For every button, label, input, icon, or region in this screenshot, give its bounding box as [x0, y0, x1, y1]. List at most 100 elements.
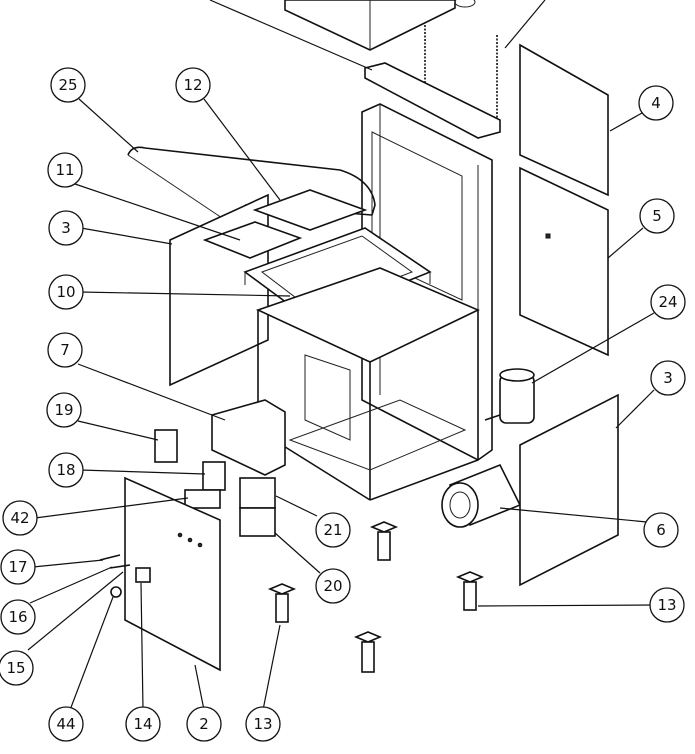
callout-c21: 21	[315, 512, 351, 548]
callout-circle	[50, 67, 86, 103]
component-21	[239, 477, 276, 509]
callout-label: 10	[56, 283, 75, 301]
callout-c11: 11	[47, 152, 83, 188]
callout-label: 2	[199, 715, 209, 733]
callout-c18: 18	[48, 452, 84, 488]
lift-handle	[127, 146, 376, 216]
part-44	[110, 586, 122, 598]
top-cabinet	[284, 0, 476, 51]
callout-circle	[125, 706, 161, 742]
exhaust-tube-6	[441, 463, 522, 528]
part-17	[99, 554, 121, 561]
callout-c20: 20	[315, 568, 351, 604]
callout-c15: 15	[0, 650, 34, 686]
callout-circle	[186, 706, 222, 742]
callout-circle	[48, 274, 84, 310]
callout-label: 17	[8, 558, 27, 576]
bracket-7	[211, 399, 286, 476]
front-panel-2	[124, 476, 221, 672]
callout-label: 20	[323, 577, 342, 595]
callout-c14: 14	[125, 706, 161, 742]
part-14	[135, 567, 151, 583]
callout-label: 13	[657, 596, 676, 614]
right-panel-3	[519, 393, 619, 587]
callout-c3a: 3	[48, 210, 84, 246]
callout-label: 13	[253, 715, 272, 733]
callout-circle	[245, 706, 281, 742]
callout-circle	[650, 360, 686, 396]
callout-c24: 24	[650, 284, 686, 320]
callout-circle	[638, 85, 674, 121]
pump-24	[484, 368, 535, 424]
callout-label: 18	[56, 461, 75, 479]
callout-label: 12	[183, 76, 202, 94]
callout-c4: 4	[638, 85, 674, 121]
callout-label: 16	[8, 608, 27, 626]
callout-label: 5	[652, 207, 662, 225]
callout-c12: 12	[175, 67, 211, 103]
callout-c2: 2	[186, 706, 222, 742]
callout-label: 6	[656, 521, 666, 539]
callout-label: 24	[658, 293, 677, 311]
leader-lines	[27, 0, 655, 711]
side-panel-5	[519, 166, 609, 357]
component-19	[154, 429, 178, 463]
tray-11	[202, 221, 303, 259]
callout-label: 44	[56, 715, 75, 733]
callout-circle	[47, 152, 83, 188]
callout-circle	[48, 210, 84, 246]
callout-circle	[643, 512, 679, 548]
callout-label: 14	[133, 715, 152, 733]
panel-5-mark	[545, 233, 551, 239]
callout-circle	[46, 392, 82, 428]
callout-circle	[0, 650, 34, 686]
callout-c6: 6	[643, 512, 679, 548]
callout-c5: 5	[639, 198, 675, 234]
callout-circle	[650, 284, 686, 320]
feet-13	[267, 521, 485, 673]
callout-c7: 7	[47, 332, 83, 368]
callout-circle	[0, 599, 36, 635]
callout-c13a: 13	[245, 706, 281, 742]
part-16	[109, 564, 131, 569]
callout-circle	[315, 568, 351, 604]
callout-label: 11	[55, 161, 74, 179]
callout-circle	[0, 549, 36, 585]
callout-circle	[47, 332, 83, 368]
callout-label: 7	[60, 341, 70, 359]
callout-circle	[315, 512, 351, 548]
callout-circle	[639, 198, 675, 234]
callout-label: 15	[6, 659, 25, 677]
callout-circle	[48, 452, 84, 488]
side-panel-4	[519, 43, 609, 197]
callout-label: 3	[663, 369, 673, 387]
component-42	[184, 489, 221, 509]
callout-label: 25	[58, 76, 77, 94]
top-bracket	[364, 62, 501, 139]
callout-c19: 19	[46, 392, 82, 428]
callout-c42: 42	[2, 500, 38, 536]
component-18	[202, 461, 226, 491]
callout-c13b: 13	[649, 587, 685, 623]
tray-12	[252, 189, 368, 231]
callout-c10: 10	[48, 274, 84, 310]
callout-c17: 17	[0, 549, 36, 585]
callout-label: 19	[54, 401, 73, 419]
component-20	[239, 507, 276, 537]
callout-c25: 25	[50, 67, 86, 103]
callout-c44: 44	[48, 706, 84, 742]
callout-c3b: 3	[650, 360, 686, 396]
callout-label: 21	[323, 521, 342, 539]
callout-label: 3	[61, 219, 71, 237]
callout-circle	[2, 500, 38, 536]
callout-circle	[48, 706, 84, 742]
callout-label: 4	[651, 94, 661, 112]
callout-circle	[175, 67, 211, 103]
springs	[424, 25, 498, 125]
callout-label: 42	[10, 509, 29, 527]
callout-c16: 16	[0, 599, 36, 635]
callout-circle	[649, 587, 685, 623]
